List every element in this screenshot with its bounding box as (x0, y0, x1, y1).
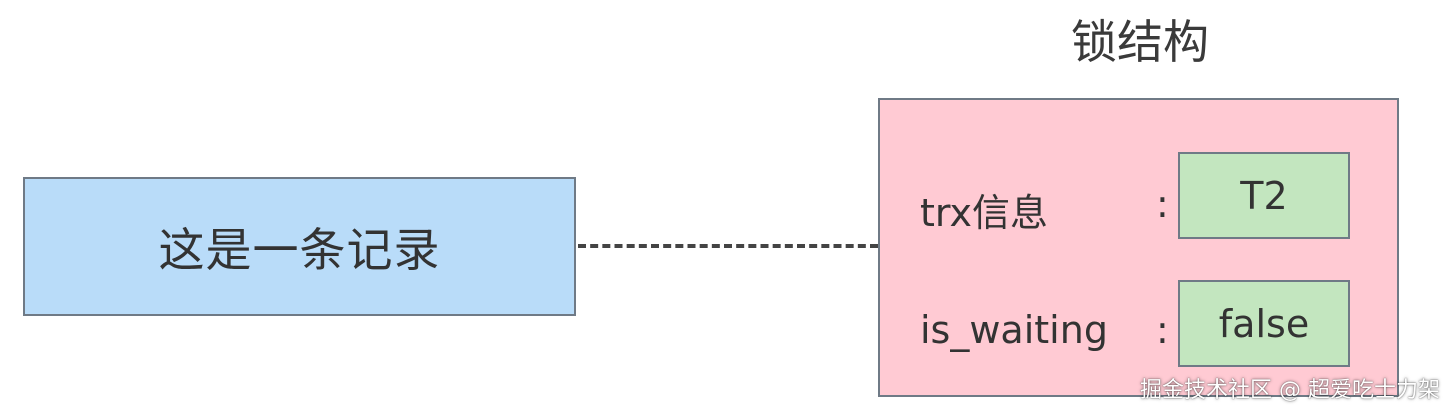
field-value-box-trx-info: T2 (1178, 152, 1350, 239)
field-label-trx-info: trx信息 (920, 191, 1048, 235)
record-label: 这是一条记录 (158, 222, 441, 277)
dashed-connector (578, 244, 878, 248)
field-value-is-waiting: false (1218, 301, 1310, 346)
lock-structure-box: trx信息 : T2 is_waiting : false (878, 98, 1399, 397)
watermark: 掘金技术社区 @ 超爱吃士力架 (1140, 378, 1440, 403)
record-box: 这是一条记录 (23, 177, 576, 316)
field-value-trx-info: T2 (1240, 173, 1288, 218)
field-separator: : (1156, 182, 1169, 226)
field-value-box-is-waiting: false (1178, 280, 1350, 367)
field-separator: : (1156, 308, 1169, 352)
field-label-is-waiting: is_waiting (920, 308, 1108, 352)
lock-structure-title: 锁结构 (1071, 15, 1209, 69)
